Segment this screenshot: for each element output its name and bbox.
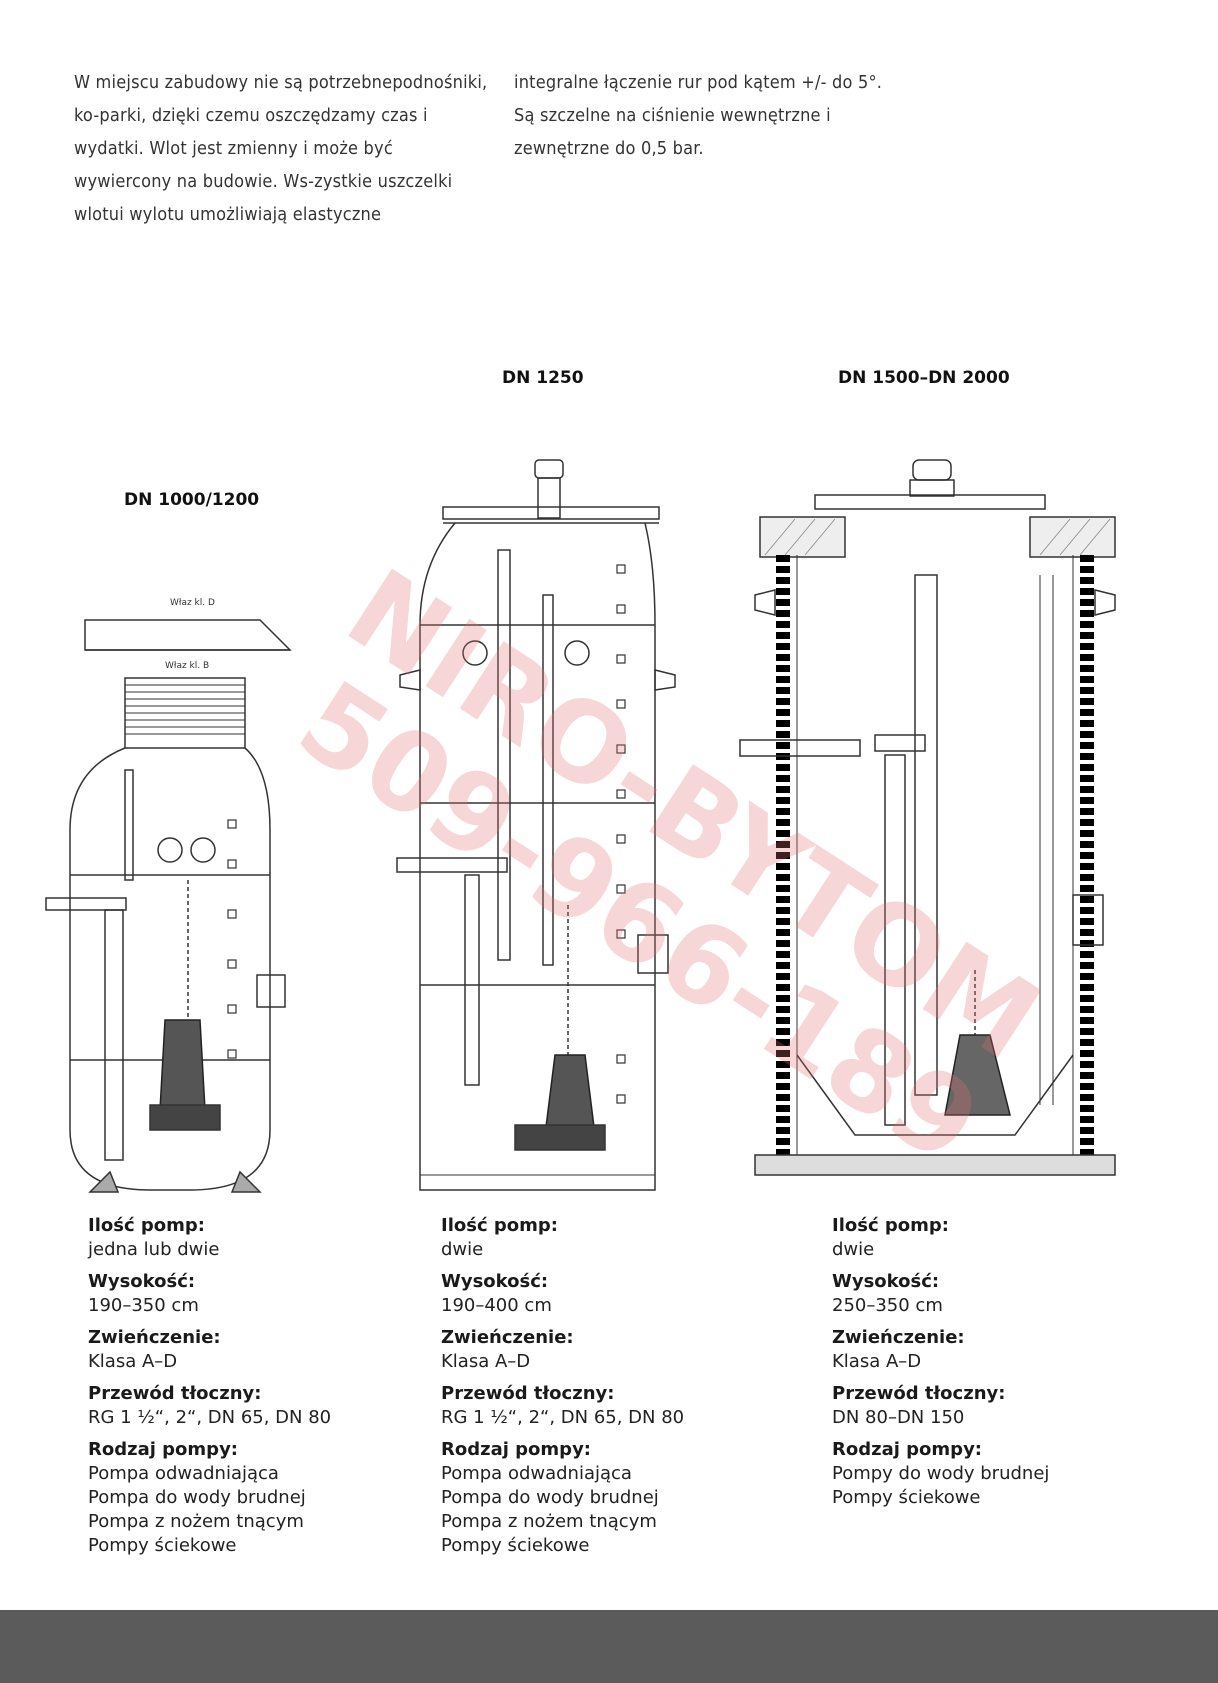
pump-type: Pompy do wody brudnej — [832, 1463, 1050, 1484]
spec-row-pumps: Ilość pomp: jedna lub dwie — [88, 1214, 408, 1262]
spec-row-pumps: Ilość pomp: dwie — [832, 1214, 1172, 1262]
spec-row-type: Rodzaj pompy: Pompa odwadniająca Pompa d… — [88, 1438, 408, 1558]
spec-column-dn1250: Ilość pomp: dwie Wysokość: 190–400 cm Zw… — [441, 1214, 761, 1566]
intro-right-text: integralne łączenie rur pod kątem +/- do… — [514, 72, 883, 159]
spec-row-type: Rodzaj pompy: Pompa odwadniająca Pompa d… — [441, 1438, 761, 1558]
spec-value: Klasa A–D — [88, 1351, 178, 1372]
spec-column-dn1000: Ilość pomp: jedna lub dwie Wysokość: 190… — [88, 1214, 408, 1566]
intro-right-paragraph: integralne łączenie rur pod kątem +/- do… — [514, 66, 884, 165]
spec-key: Wysokość: — [832, 1271, 940, 1292]
spec-key: Zwieńczenie: — [88, 1327, 221, 1348]
spec-value-list: Pompy do wody brudnej Pompy ściekowe — [832, 1462, 1172, 1510]
spec-value: RG 1 ½“, 2“, DN 65, DN 80 — [88, 1407, 332, 1428]
spec-key: Przewód tłoczny: — [88, 1383, 262, 1404]
spec-row-height: Wysokość: 190–350 cm — [88, 1270, 408, 1318]
spec-row-height: Wysokość: 250–350 cm — [832, 1270, 1172, 1318]
spec-key: Zwieńczenie: — [441, 1327, 574, 1348]
drawing-title-dn1500: DN 1500–DN 2000 — [838, 368, 1010, 388]
spec-row-cover: Zwieńczenie: Klasa A–D — [88, 1326, 408, 1374]
spec-value: Klasa A–D — [441, 1351, 531, 1372]
spec-value-list: Pompa odwadniająca Pompa do wody brudnej… — [88, 1462, 408, 1558]
spec-row-pumps: Ilość pomp: dwie — [441, 1214, 761, 1262]
spec-value: DN 80–DN 150 — [832, 1407, 965, 1428]
spec-key: Wysokość: — [441, 1271, 549, 1292]
spec-key: Wysokość: — [88, 1271, 196, 1292]
spec-value: 190–350 cm — [88, 1295, 199, 1316]
spec-value: 250–350 cm — [832, 1295, 943, 1316]
spec-value: Klasa A–D — [832, 1351, 922, 1372]
pump-type: Pompa do wody brudnej — [88, 1487, 306, 1508]
spec-value: 190–400 cm — [441, 1295, 552, 1316]
drawing-dn1500-shaft — [739, 459, 1116, 1176]
spec-key: Rodzaj pompy: — [88, 1439, 238, 1460]
pump-type: Pompa do wody brudnej — [441, 1487, 659, 1508]
cover-label-d: Właz kl. D — [170, 598, 215, 608]
pump-type: Pompa z nożem tnącym — [88, 1511, 304, 1532]
pump-type: Pompy ściekowe — [441, 1535, 590, 1556]
footer-bar — [0, 1610, 1218, 1683]
drawing-dn1000-shaft: Właz kl. D Właz kl. B — [45, 598, 292, 1193]
spec-value-list: Pompa odwadniająca Pompa do wody brudnej… — [441, 1462, 761, 1558]
spec-row-pipe: Przewód tłoczny: DN 80–DN 150 — [832, 1382, 1172, 1430]
pump-type: Pompa odwadniająca — [88, 1463, 279, 1484]
pump-type: Pompy ściekowe — [88, 1535, 237, 1556]
spec-key: Ilość pomp: — [832, 1215, 949, 1236]
drawing-title-dn1000: DN 1000/1200 — [124, 490, 260, 510]
spec-key: Przewód tłoczny: — [832, 1383, 1006, 1404]
spec-row-cover: Zwieńczenie: Klasa A–D — [441, 1326, 761, 1374]
spec-key: Rodzaj pompy: — [832, 1439, 982, 1460]
spec-value: dwie — [441, 1239, 484, 1260]
drawing-title-dn1250: DN 1250 — [502, 368, 584, 388]
spec-row-cover: Zwieńczenie: Klasa A–D — [832, 1326, 1172, 1374]
pump-type: Pompa z nożem tnącym — [441, 1511, 657, 1532]
spec-value: dwie — [832, 1239, 875, 1260]
spec-row-pipe: Przewód tłoczny: RG 1 ½“, 2“, DN 65, DN … — [441, 1382, 761, 1430]
pump-type: Pompy ściekowe — [832, 1487, 981, 1508]
spec-key: Rodzaj pompy: — [441, 1439, 591, 1460]
drawing-dn1250-shaft — [396, 459, 676, 1191]
spec-row-type: Rodzaj pompy: Pompy do wody brudnej Pomp… — [832, 1438, 1172, 1510]
pump-type: Pompa odwadniająca — [441, 1463, 632, 1484]
spec-key: Zwieńczenie: — [832, 1327, 965, 1348]
spec-value: jedna lub dwie — [88, 1239, 220, 1260]
spec-key: Przewód tłoczny: — [441, 1383, 615, 1404]
spec-key: Ilość pomp: — [441, 1215, 558, 1236]
spec-row-pipe: Przewód tłoczny: RG 1 ½“, 2“, DN 65, DN … — [88, 1382, 408, 1430]
intro-left-paragraph: W miejscu zabudowy nie są potrzebnepodno… — [74, 66, 494, 231]
spec-value: RG 1 ½“, 2“, DN 65, DN 80 — [441, 1407, 685, 1428]
spec-column-dn1500: Ilość pomp: dwie Wysokość: 250–350 cm Zw… — [832, 1214, 1172, 1518]
intro-left-text: W miejscu zabudowy nie są potrzebnepodno… — [74, 72, 488, 225]
cover-label-b: Właz kl. B — [165, 661, 209, 671]
spec-key: Ilość pomp: — [88, 1215, 205, 1236]
spec-row-height: Wysokość: 190–400 cm — [441, 1270, 761, 1318]
